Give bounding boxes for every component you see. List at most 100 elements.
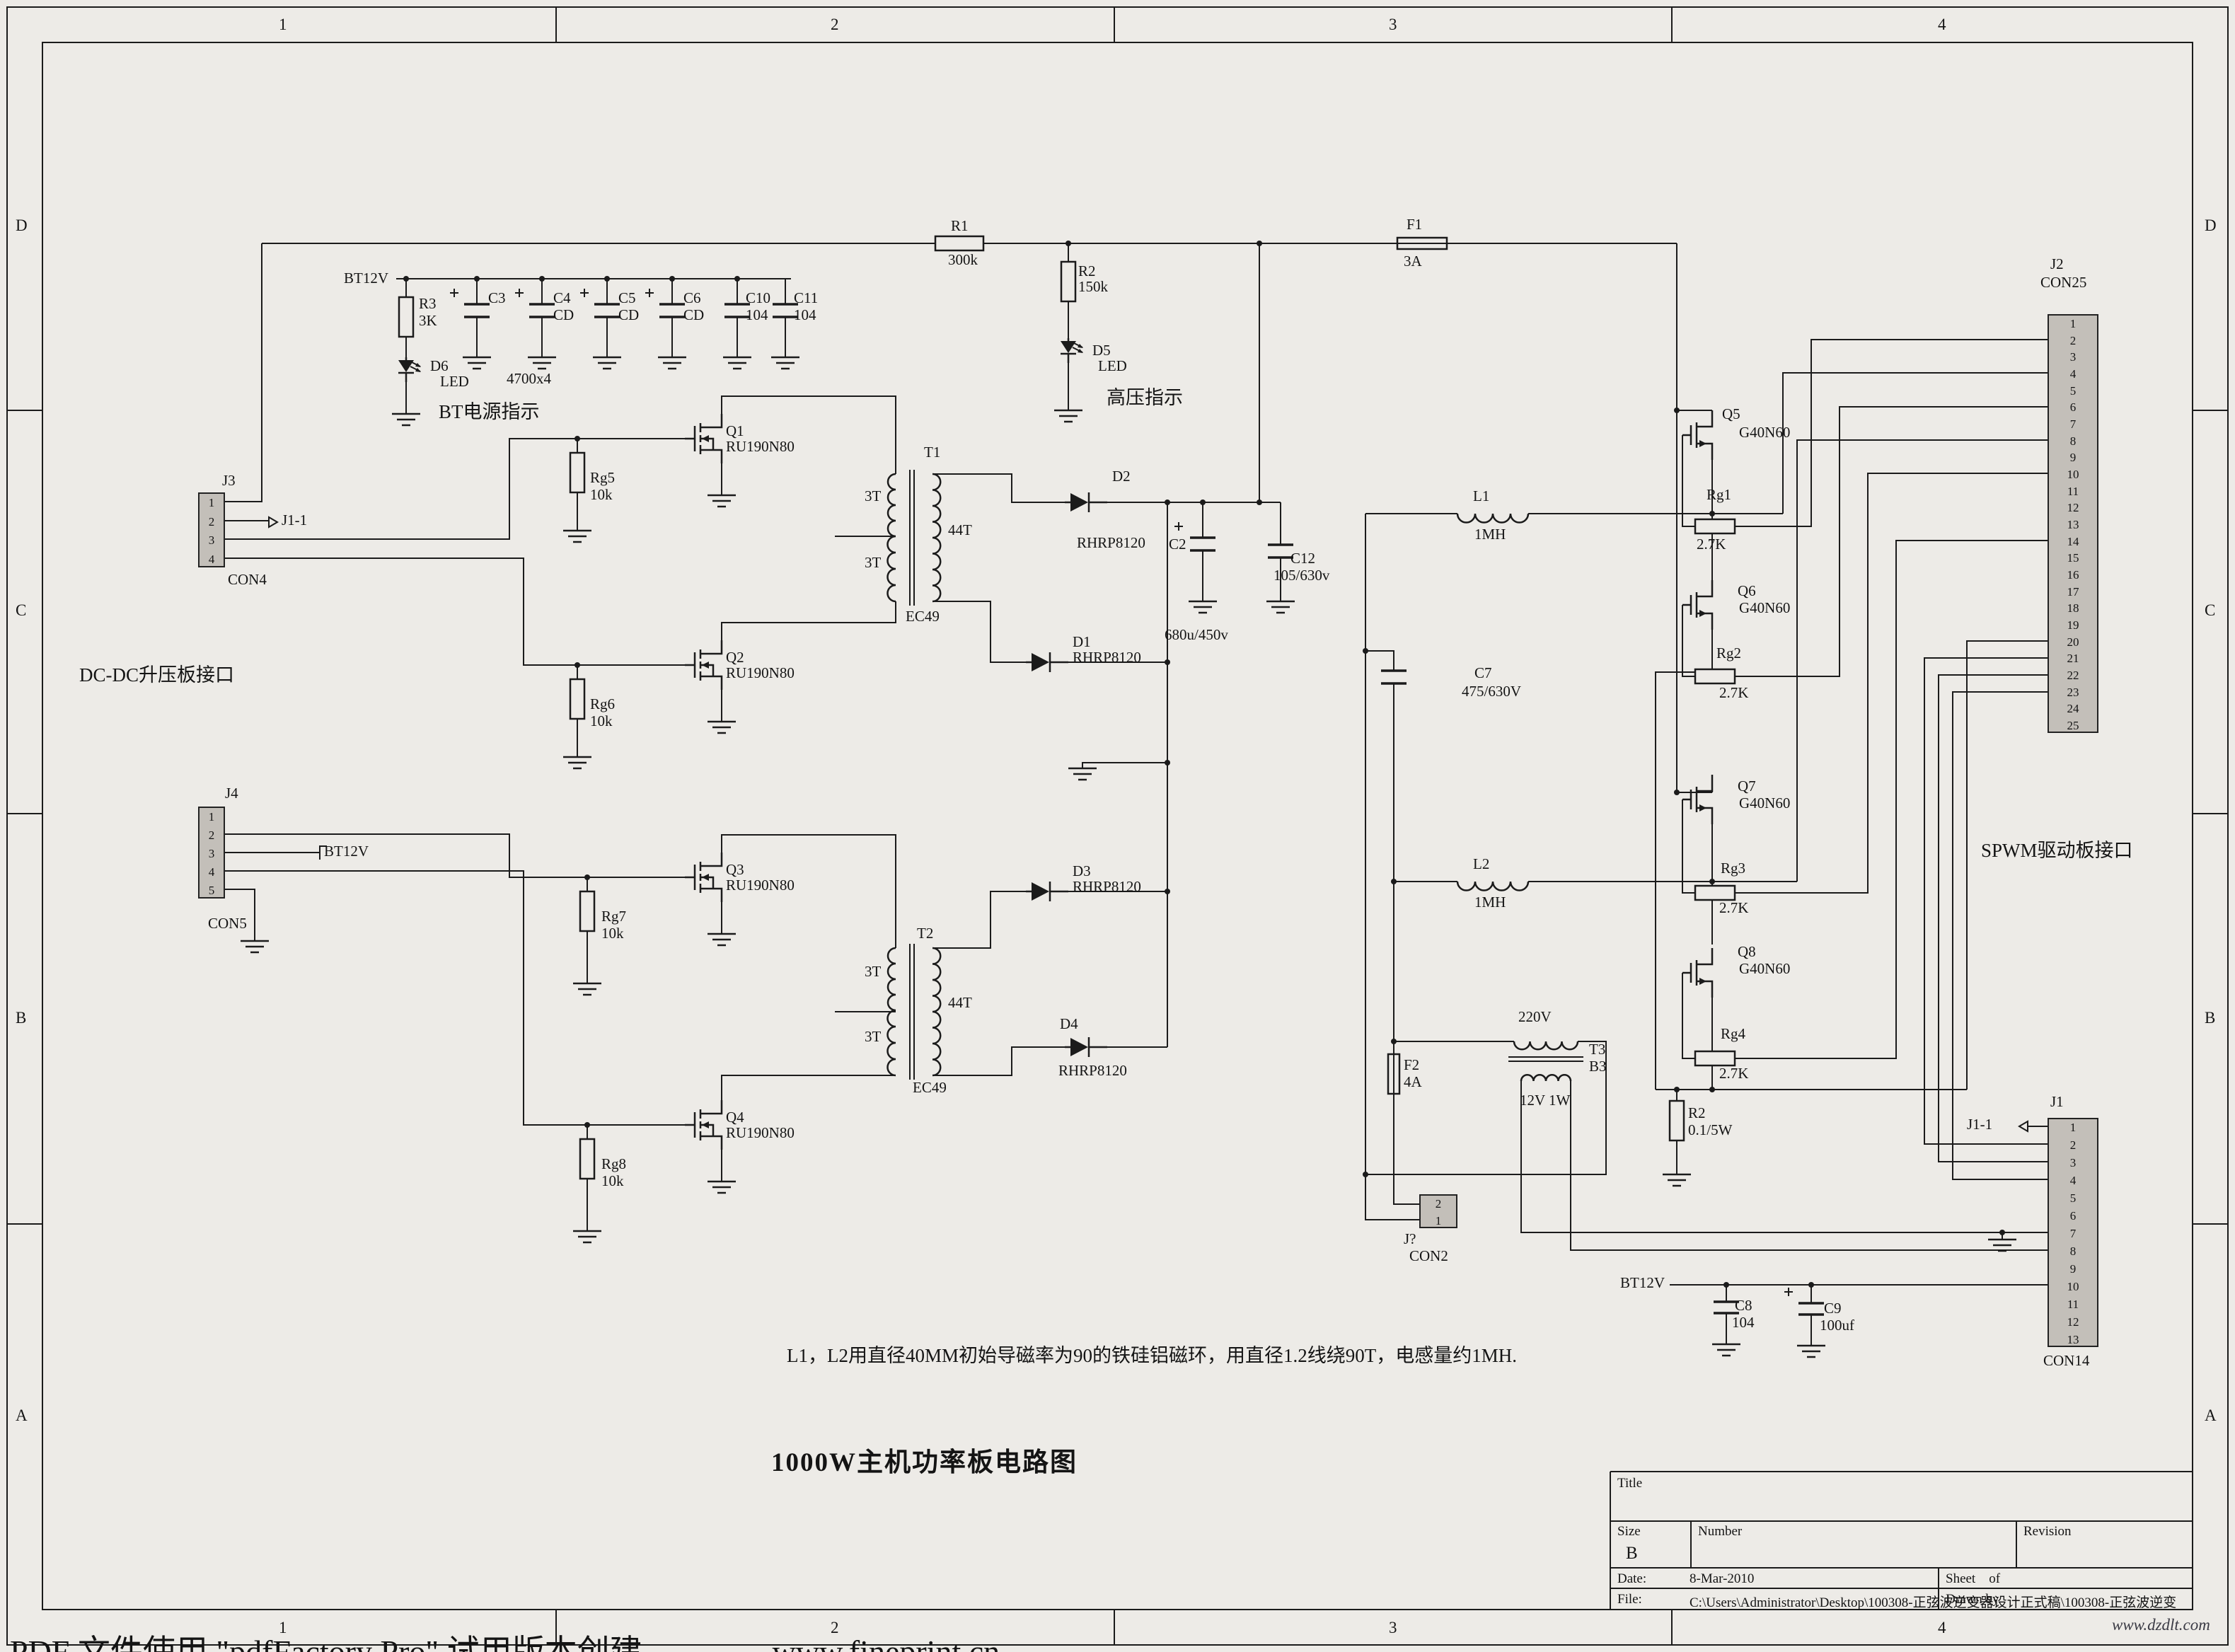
ground-symbols (239, 356, 2018, 1358)
j3-val: CON4 (228, 571, 267, 588)
t2-core: EC49 (913, 1079, 947, 1096)
q7-val: G40N60 (1739, 795, 1791, 811)
q4-ref: Q4 (726, 1109, 744, 1126)
igbt-q5 (1681, 409, 1714, 461)
titleblock-date-value: 8-Mar-2010 (1690, 1571, 1755, 1586)
d2-ref: D2 (1112, 468, 1131, 485)
t1-pri1-turns: 3T (865, 487, 882, 504)
d6-ref: D6 (430, 357, 449, 374)
windings (887, 470, 1583, 1082)
j1-port: J1-1 (1967, 1116, 1993, 1133)
connector-J4-pin-1: 1 (208, 810, 215, 824)
c4-val: CD (553, 306, 574, 323)
watermark: www.dzdlt.com (2112, 1616, 2210, 1634)
spwm-section-label: SPWM驱动板接口 (1981, 840, 2133, 861)
rg1-ref: Rg1 (1706, 486, 1732, 503)
diode-d4 (1063, 1036, 1109, 1058)
connector-J2-pin-18: 18 (2067, 601, 2079, 616)
rg2-ref: Rg2 (1716, 645, 1742, 662)
titleblock-size-value: B (1626, 1544, 1638, 1563)
j1-val: CON14 (2043, 1352, 2090, 1369)
connector-J1-pin-7: 7 (2069, 1227, 2077, 1240)
connector-J2-pin-8: 8 (2069, 434, 2077, 448)
t1-core: EC49 (906, 608, 940, 625)
titleblock-revision-label: Revision (2023, 1524, 2072, 1539)
c10-val: 104 (746, 306, 768, 323)
r3-ref: R3 (419, 295, 437, 312)
zone-col-label: 4 (1938, 1619, 1946, 1636)
q3-val: RU190N80 (726, 877, 795, 894)
c9-val: 100uf (1820, 1317, 1854, 1334)
c5-val: CD (618, 306, 640, 323)
r2b-ref: R2 (1688, 1104, 1706, 1121)
connector-J3-pin-4: 4 (208, 552, 215, 566)
connector-J2-pin-5: 5 (2069, 383, 2077, 398)
connector-J2-pin-22: 22 (2067, 669, 2079, 683)
connector-J2-pin-6: 6 (2069, 400, 2077, 415)
r1-ref: R1 (951, 217, 969, 234)
igbt-q7 (1681, 773, 1714, 826)
t1-pri2-turns: 3T (865, 554, 882, 571)
diode-d2 (1063, 491, 1109, 514)
connector-J2-pin-3: 3 (2069, 350, 2077, 364)
q8-val: G40N60 (1739, 960, 1791, 977)
connector-CON2-pin-1: 1 (1435, 1214, 1442, 1228)
rg7-ref: Rg7 (601, 908, 627, 925)
connector-J1-pin-5: 5 (2069, 1191, 2077, 1206)
c6-ref: C6 (683, 289, 701, 306)
cap-bank-note: 4700x4 (507, 370, 551, 387)
net-bt12v-main: BT12V (344, 270, 388, 287)
pdf-trial-footer: PDF 文件使用 "pdfFactory Pro" 试用版本创建 www.fin… (10, 1634, 1000, 1652)
q7-ref: Q7 (1738, 778, 1756, 795)
rg6-val: 10k (590, 712, 613, 729)
rg4-ref: Rg4 (1721, 1025, 1746, 1042)
connector-J2-pin-7: 7 (2069, 417, 2077, 431)
connector-J2-pin-12: 12 (2067, 501, 2079, 515)
q1-ref: Q1 (726, 422, 744, 439)
t2-sec-turns: 44T (948, 994, 972, 1011)
diode-d1 (1024, 651, 1070, 674)
connector-J4-pin-3: 3 (208, 847, 215, 860)
zone-row-label: B (2205, 1009, 2216, 1027)
mosfet-q2 (683, 639, 723, 691)
connector-J3-pin-3: 3 (208, 533, 215, 548)
q2-val: RU190N80 (726, 664, 795, 681)
connector-J2-pin-13: 13 (2067, 518, 2079, 531)
zone-col-label: 1 (279, 1619, 287, 1636)
j1-ref: J1 (2050, 1093, 2064, 1110)
c12-val: 105/630v (1274, 567, 1330, 584)
r3-val: 3K (419, 312, 437, 329)
j3-port: J1-1 (282, 512, 308, 528)
connector-J2-pin-25: 25 (2067, 719, 2079, 733)
titleblock-file-value: C:\Users\Administrator\Desktop\100308-正弦… (1690, 1595, 2177, 1610)
q2-ref: Q2 (726, 649, 744, 666)
zone-row-label: C (16, 601, 27, 619)
rg8-ref: Rg8 (601, 1155, 627, 1172)
c8-ref: C8 (1735, 1297, 1752, 1314)
connector-J3-pin-2: 2 (208, 514, 215, 528)
igbt-q8 (1681, 947, 1714, 999)
connector-J2-pin-10: 10 (2067, 467, 2079, 481)
rg3-val: 2.7K (1719, 899, 1749, 916)
dcdc-section-label: DC-DC升压板接口 (79, 664, 235, 686)
led-d5 (1059, 337, 1085, 364)
zone-col-label: 2 (831, 16, 839, 33)
resistors (398, 235, 1736, 1180)
rg7-val: 10k (601, 925, 624, 942)
titleblock-date-label: Date: (1617, 1571, 1647, 1586)
d5-ref: D5 (1092, 342, 1111, 359)
q8-ref: Q8 (1738, 943, 1756, 960)
j4-ref: J4 (225, 785, 238, 802)
zone-row-label: B (16, 1009, 27, 1027)
j4-net-bt12v: BT12V (324, 843, 369, 860)
d3-ref: D3 (1073, 862, 1091, 879)
rg5-ref: Rg5 (590, 469, 616, 486)
l2-ref: L2 (1473, 855, 1490, 872)
jx-val: CON2 (1409, 1247, 1448, 1264)
connector-J2-pin-9: 9 (2069, 451, 2077, 465)
f1-val: 3A (1404, 253, 1422, 270)
connector-J4-pin-4: 4 (208, 865, 215, 879)
titleblock-title-label: Title (1617, 1476, 1643, 1491)
